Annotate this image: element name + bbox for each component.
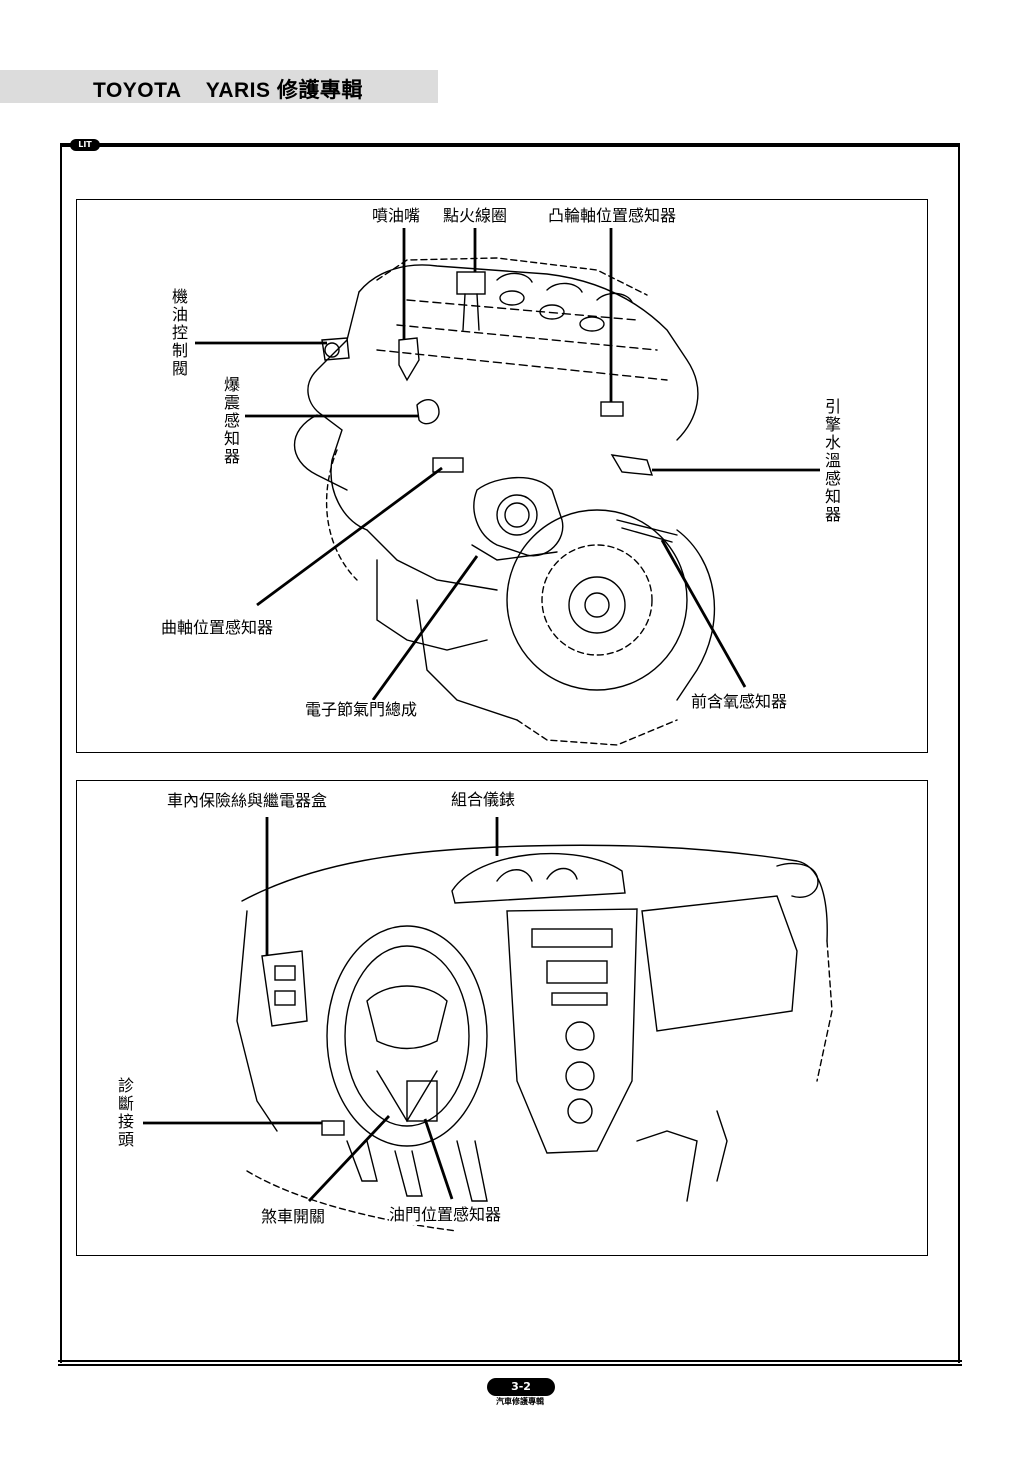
label-injector: 噴油嘴 bbox=[372, 206, 421, 226]
page-frame-bottom-rule bbox=[58, 1360, 962, 1366]
label-crankshaft-sensor: 曲軸位置感知器 bbox=[161, 618, 274, 638]
header-bar bbox=[0, 70, 438, 103]
label-brake-switch: 煞車開關 bbox=[261, 1207, 326, 1227]
label-coolant-temp-sensor: 引擎水溫感知器 bbox=[822, 398, 841, 524]
label-oil-control-valve: 機油控制閥 bbox=[169, 288, 188, 378]
label-ignition-coil: 點火線圈 bbox=[443, 206, 508, 226]
dashboard-diagram-panel: 車內保險絲與繼電器盒 組合儀錶 診斷接頭 煞車開關 油門位置感知器 bbox=[76, 780, 928, 1256]
dashboard-illustration bbox=[143, 817, 833, 1232]
label-instrument-cluster: 組合儀錶 bbox=[451, 790, 516, 810]
label-accelerator-sensor: 油門位置感知器 bbox=[389, 1205, 502, 1225]
label-camshaft-sensor: 凸輪軸位置感知器 bbox=[548, 206, 677, 226]
label-diagnostic-connector: 診斷接頭 bbox=[115, 1077, 134, 1149]
engine-illustration bbox=[195, 228, 820, 746]
publisher-footer: 汽車修護專輯 bbox=[496, 1397, 544, 1406]
label-knock-sensor: 爆震感知器 bbox=[221, 376, 240, 466]
page-number-badge: 3-2 bbox=[487, 1378, 555, 1396]
label-front-o2-sensor: 前含氧感知器 bbox=[691, 692, 788, 712]
publisher-logo-icon: LIT bbox=[70, 139, 100, 151]
page-title: TOYOTA YARIS 修護專輯 bbox=[93, 79, 363, 102]
label-electronic-throttle: 電子節氣門總成 bbox=[305, 700, 418, 720]
page-frame bbox=[60, 143, 960, 1363]
engine-diagram-panel: 噴油嘴 點火線圈 凸輪軸位置感知器 機油控制閥 爆震感知器 引擎水溫感知器 曲軸… bbox=[76, 199, 928, 753]
label-fuse-relay-box: 車內保險絲與繼電器盒 bbox=[167, 791, 328, 811]
